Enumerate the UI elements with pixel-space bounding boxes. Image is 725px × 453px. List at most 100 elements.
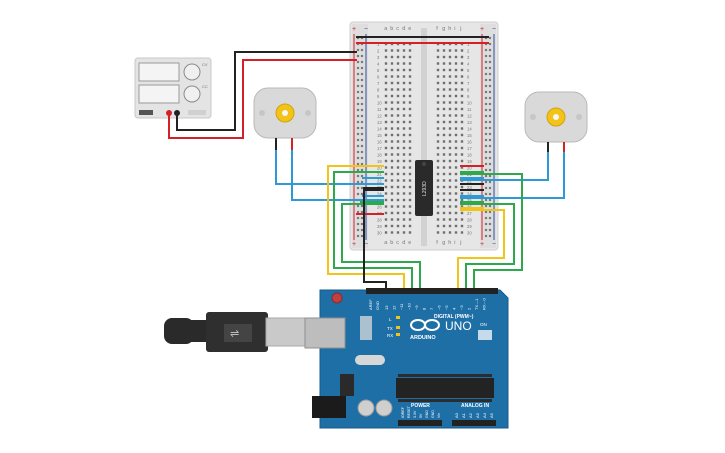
- breadboard-hole[interactable]: [454, 133, 458, 137]
- breadboard-hole[interactable]: [448, 114, 452, 117]
- breadboard-hole[interactable]: [402, 127, 406, 130]
- breadboard-hole[interactable]: [402, 62, 406, 65]
- rail-hole[interactable]: [484, 66, 488, 70]
- breadboard-hole[interactable]: [436, 49, 440, 52]
- rail-hole[interactable]: [356, 108, 360, 112]
- breadboard-hole[interactable]: [448, 140, 452, 143]
- breadboard-hole[interactable]: [436, 55, 440, 59]
- breadboard-hole[interactable]: [442, 133, 446, 137]
- rail-hole[interactable]: [356, 168, 360, 172]
- breadboard-hole[interactable]: [460, 68, 464, 72]
- rail-hole[interactable]: [356, 162, 360, 166]
- rail-hole[interactable]: [356, 138, 360, 142]
- breadboard-hole[interactable]: [442, 224, 446, 228]
- wire-green-left-outer[interactable]: [333, 171, 413, 290]
- breadboard-hole[interactable]: [436, 81, 440, 85]
- rail-hole[interactable]: [356, 216, 360, 220]
- breadboard-hole[interactable]: [390, 231, 394, 234]
- rail-hole[interactable]: [488, 96, 492, 100]
- rail-hole[interactable]: [484, 144, 488, 148]
- breadboard-hole[interactable]: [448, 120, 452, 124]
- breadboard-hole[interactable]: [460, 166, 464, 169]
- breadboard-hole[interactable]: [454, 224, 458, 228]
- breadboard-hole[interactable]: [408, 62, 412, 65]
- breadboard-hole[interactable]: [396, 218, 400, 221]
- rail-hole[interactable]: [356, 48, 360, 52]
- breadboard-hole[interactable]: [402, 198, 406, 202]
- breadboard-hole[interactable]: [384, 114, 388, 117]
- wire-black-gnd[interactable]: [363, 187, 387, 290]
- rail-hole[interactable]: [356, 126, 360, 130]
- breadboard-hole[interactable]: [396, 88, 400, 91]
- breadboard-hole[interactable]: [390, 211, 394, 215]
- rail-hole[interactable]: [488, 168, 492, 172]
- breadboard-hole[interactable]: [408, 205, 412, 208]
- breadboard-hole[interactable]: [402, 159, 406, 163]
- rail-hole[interactable]: [360, 84, 364, 88]
- breadboard-hole[interactable]: [396, 127, 400, 130]
- rail-hole[interactable]: [484, 180, 488, 184]
- rail-hole[interactable]: [356, 174, 360, 178]
- wire-motor-left-a[interactable]: [275, 150, 384, 185]
- breadboard-hole[interactable]: [454, 81, 458, 85]
- breadboard-hole[interactable]: [408, 49, 412, 52]
- breadboard-hole[interactable]: [436, 198, 440, 202]
- breadboard-hole[interactable]: [408, 88, 412, 91]
- breadboard-hole[interactable]: [384, 49, 388, 52]
- breadboard-hole[interactable]: [396, 107, 400, 111]
- breadboard-hole[interactable]: [454, 140, 458, 143]
- breadboard-hole[interactable]: [448, 166, 452, 169]
- wire-green-right-outer[interactable]: [460, 173, 523, 290]
- breadboard-hole[interactable]: [390, 172, 394, 176]
- breadboard-hole[interactable]: [390, 179, 394, 182]
- rail-hole[interactable]: [488, 222, 492, 226]
- breadboard-hole[interactable]: [442, 101, 446, 104]
- breadboard-hole[interactable]: [460, 133, 464, 137]
- breadboard-hole[interactable]: [408, 127, 412, 130]
- rail-hole[interactable]: [360, 120, 364, 124]
- breadboard-hole[interactable]: [408, 159, 412, 163]
- wire-green-right-inner[interactable]: [460, 203, 515, 290]
- power-header[interactable]: [398, 420, 442, 426]
- rail-hole[interactable]: [360, 228, 364, 232]
- breadboard-hole[interactable]: [454, 153, 458, 156]
- rail-hole[interactable]: [356, 90, 360, 94]
- rail-hole[interactable]: [488, 102, 492, 106]
- breadboard-hole[interactable]: [408, 211, 412, 215]
- rail-hole[interactable]: [488, 90, 492, 94]
- rail-hole[interactable]: [484, 114, 488, 118]
- breadboard-hole[interactable]: [384, 211, 388, 215]
- breadboard-hole[interactable]: [396, 49, 400, 52]
- rail-hole[interactable]: [360, 180, 364, 184]
- breadboard-hole[interactable]: [442, 146, 446, 150]
- wire-motor-right-a[interactable]: [460, 152, 549, 181]
- rail-hole[interactable]: [360, 216, 364, 220]
- breadboard-hole[interactable]: [384, 231, 388, 234]
- breadboard-hole[interactable]: [408, 172, 412, 176]
- breadboard-hole[interactable]: [436, 205, 440, 208]
- breadboard-hole[interactable]: [436, 94, 440, 98]
- motor-driver-chip[interactable]: L293D: [415, 160, 433, 216]
- wire-motor-right-b[interactable]: [460, 152, 565, 199]
- breadboard-hole[interactable]: [448, 211, 452, 215]
- breadboard-hole[interactable]: [454, 205, 458, 208]
- breadboard-hole[interactable]: [384, 133, 388, 137]
- rail-hole[interactable]: [484, 168, 488, 172]
- breadboard-hole[interactable]: [390, 153, 394, 156]
- breadboard-hole[interactable]: [448, 94, 452, 98]
- rail-hole[interactable]: [488, 132, 492, 136]
- breadboard-hole[interactable]: [460, 81, 464, 85]
- breadboard-hole[interactable]: [460, 94, 464, 98]
- breadboard-hole[interactable]: [436, 68, 440, 72]
- breadboard-hole[interactable]: [402, 172, 406, 176]
- breadboard-hole[interactable]: [384, 94, 388, 98]
- breadboard-hole[interactable]: [384, 159, 388, 163]
- breadboard-hole[interactable]: [390, 133, 394, 137]
- wire-green-left-inner[interactable]: [341, 203, 421, 290]
- rail-hole[interactable]: [356, 102, 360, 106]
- breadboard-hole[interactable]: [460, 231, 464, 234]
- breadboard-hole[interactable]: [460, 153, 464, 156]
- breadboard-hole[interactable]: [442, 159, 446, 163]
- rail-hole[interactable]: [488, 60, 492, 64]
- breadboard-hole[interactable]: [402, 231, 406, 234]
